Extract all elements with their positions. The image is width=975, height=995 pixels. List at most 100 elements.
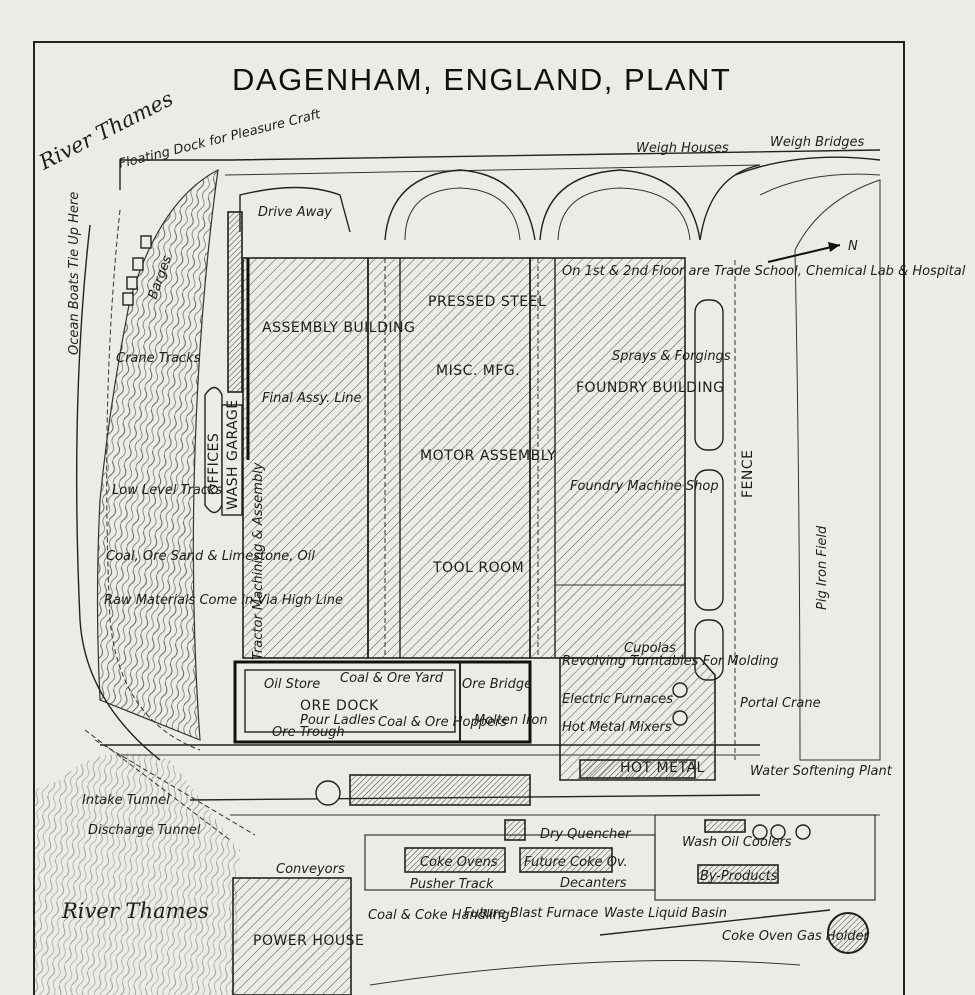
lower-road xyxy=(369,960,801,986)
road-arch-2 xyxy=(384,169,536,241)
pressed-steel-building xyxy=(367,257,531,659)
motor-assembly-label: MOTOR ASSEMBLY xyxy=(420,448,556,464)
perimeter-road xyxy=(119,149,881,190)
low-level-label: Low Level Tracks xyxy=(112,483,223,498)
foundry-machine-label: Foundry Machine Shop xyxy=(570,479,719,494)
gas-holder-label: Coke Oven Gas Holder xyxy=(722,929,871,944)
discharge-tunnel-label: Discharge Tunnel xyxy=(88,823,201,838)
high-line-track xyxy=(106,209,201,751)
basin-outline xyxy=(599,909,831,936)
machinery xyxy=(349,774,531,806)
coke-ovens-block xyxy=(404,847,506,873)
barge xyxy=(122,292,134,306)
road-block xyxy=(694,469,724,611)
by-products-label: By-Products xyxy=(700,869,778,884)
road-arch-5 xyxy=(557,187,691,241)
foundry-building-label: FOUNDRY BUILDING xyxy=(576,380,724,396)
oil-store-label: Oil Store xyxy=(264,677,320,692)
river-bank-strip xyxy=(96,168,219,741)
river-bank-line xyxy=(75,224,161,761)
offices-label: OFFICES xyxy=(206,433,222,495)
coal-ore-label: Coal, Ore Sand & Limestone, Oil xyxy=(106,549,315,564)
barge xyxy=(132,257,144,271)
map-border xyxy=(33,41,905,995)
yard-frame-east xyxy=(654,814,876,901)
coal-ore-hoppers-label: Coal & Ore Hoppers xyxy=(378,715,507,730)
intake-tunnel-label: Intake Tunnel xyxy=(82,793,170,808)
cooler xyxy=(752,824,768,840)
turntables-label: Revolving Turntables For Molding xyxy=(562,654,779,669)
cupolas-label: Cupolas xyxy=(624,641,676,656)
barge xyxy=(140,235,152,249)
power-house-label: POWER HOUSE xyxy=(253,933,364,949)
map-title: DAGENHAM, ENGLAND, PLANT xyxy=(232,62,731,97)
ore-trough-label: Ore Trough xyxy=(272,725,345,740)
assembly-building xyxy=(242,257,369,659)
cooler xyxy=(770,824,786,840)
ore-dock-label: ORE DOCK xyxy=(300,698,379,714)
future-coke-label: Future Coke Ov. xyxy=(524,855,628,870)
pusher-track-label: Pusher Track xyxy=(410,877,494,892)
assembly-building-label: ASSEMBLY BUILDING xyxy=(262,320,415,336)
east-road xyxy=(734,156,881,176)
ore-bridge-label: Ore Bridge xyxy=(462,677,532,692)
drive-away-label: Drive Away xyxy=(258,205,332,220)
power-house xyxy=(232,877,352,995)
tractor-label: Tractor Machining & Assembly xyxy=(251,462,266,660)
weigh-bridges-label: Weigh Bridges xyxy=(770,135,864,150)
barge xyxy=(126,276,138,290)
cupola xyxy=(672,710,688,726)
misc-mfg-label: MISC. MFG. xyxy=(436,363,520,379)
molten-iron-label: Molten Iron xyxy=(474,713,548,728)
conveyors-label: Conveyors xyxy=(276,862,345,877)
river-thames-bottom: River Thames xyxy=(61,899,209,923)
pig-iron-field xyxy=(794,179,881,761)
crane-tracks-label: Crane Tracks xyxy=(116,351,201,366)
trade-school-label: On 1st & 2nd Floor are Trade School, Che… xyxy=(562,264,966,279)
perimeter-road-inner xyxy=(224,164,761,176)
hot-metal-mixers-label: Hot Metal Mixers xyxy=(562,720,672,735)
east-road-2 xyxy=(759,173,881,196)
pig-iron-label: Pig Iron Field xyxy=(815,525,830,610)
future-coke-block xyxy=(519,847,613,873)
road-block xyxy=(694,299,724,451)
drive-away-ramp xyxy=(227,211,243,393)
ocean-boats-label: Ocean Boats Tie Up Here xyxy=(67,192,82,355)
road-arch-4 xyxy=(539,169,701,241)
by-products-block xyxy=(697,864,779,884)
coal-ore-yard-label: Coal & Ore Yard xyxy=(340,671,444,686)
wash-garage xyxy=(221,404,243,516)
wash-garage-label: WASH GARAGE xyxy=(225,399,241,510)
ore-dock-frame xyxy=(233,660,532,744)
quencher xyxy=(504,819,526,841)
wash-oil-coolers-label: Wash Oil Coolers xyxy=(682,835,792,850)
decanters-label: Decanters xyxy=(560,876,627,891)
water-softening-label: Water Softening Plant xyxy=(750,764,893,779)
north-label: N xyxy=(848,239,858,254)
hot-metal-strip xyxy=(579,759,696,779)
coal-coke-label: Coal & Coke Handling xyxy=(368,908,510,923)
fence-label: FENCE xyxy=(740,450,756,499)
wash-oil-block xyxy=(704,819,746,833)
weigh-houses-label: Weigh Houses xyxy=(636,141,729,156)
raw-materials-label: Raw Materials Come in Via High Line xyxy=(104,593,343,608)
future-blast-label: Future Blast Furnace xyxy=(464,906,598,921)
gas-holder xyxy=(827,912,869,954)
electric-furnaces-label: Electric Furnaces xyxy=(562,692,673,707)
tank xyxy=(315,780,341,806)
ore-dock-inner xyxy=(244,669,456,733)
road-arch-6 xyxy=(699,164,761,241)
cupola xyxy=(672,682,688,698)
discharge-tunnel-line xyxy=(94,739,256,836)
coke-ovens-label: Coke Ovens xyxy=(420,855,498,870)
dry-quencher-label: Dry Quencher xyxy=(540,827,632,842)
intake-tunnel-line xyxy=(84,729,231,841)
sprays-label: Sprays & Forgings xyxy=(612,349,731,364)
road-arch-3 xyxy=(404,187,521,241)
pour-ladles-label: Pour Ladles xyxy=(300,713,376,728)
waste-liquid-label: Waste Liquid Basin xyxy=(604,906,727,921)
north-arrow: N xyxy=(767,239,858,263)
road-arch-1 xyxy=(239,186,351,233)
river-water-bottom xyxy=(34,753,240,995)
